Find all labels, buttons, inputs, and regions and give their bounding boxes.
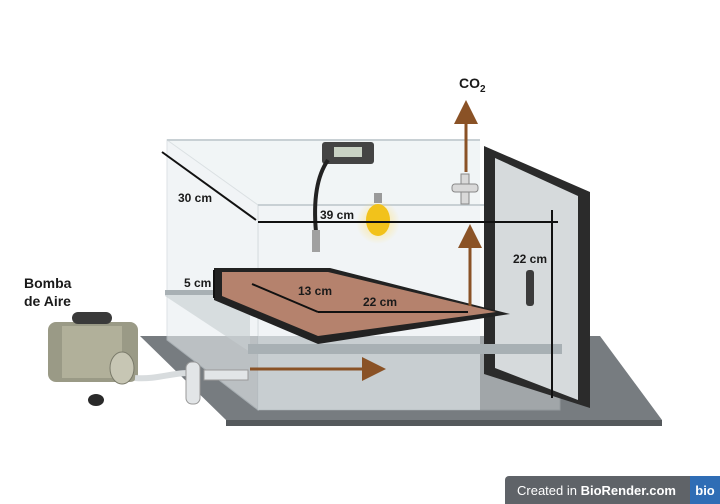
soil-tray xyxy=(214,268,510,344)
width-label: 39 cm xyxy=(320,208,355,222)
air-hose xyxy=(134,361,249,405)
air-pump xyxy=(48,312,138,406)
tray-depth-label: 13 cm xyxy=(298,284,333,298)
depth-label: 30 cm xyxy=(178,191,213,205)
co2-label: CO2 xyxy=(459,75,486,95)
co2-valve xyxy=(451,173,479,205)
watermark-text: Created in BioRender.com xyxy=(517,482,676,498)
air-pump-label-line1: Bomba xyxy=(24,275,72,291)
air-pump-label: Bomba de Aire xyxy=(24,274,71,310)
depth-dimension-line xyxy=(161,151,257,221)
tray-width-label: 22 cm xyxy=(363,295,398,309)
shelf-height-label: 5 cm xyxy=(184,276,212,290)
biorender-watermark[interactable]: Created in BioRender.com bio xyxy=(505,476,720,504)
height-label: 22 cm xyxy=(513,252,548,266)
air-pump-label-line2: de Aire xyxy=(24,293,71,309)
biorender-logo-icon: bio xyxy=(690,476,720,504)
sensor-probe xyxy=(312,142,374,252)
tray-depth-dimension-line xyxy=(251,283,319,313)
door-panel xyxy=(484,146,590,408)
